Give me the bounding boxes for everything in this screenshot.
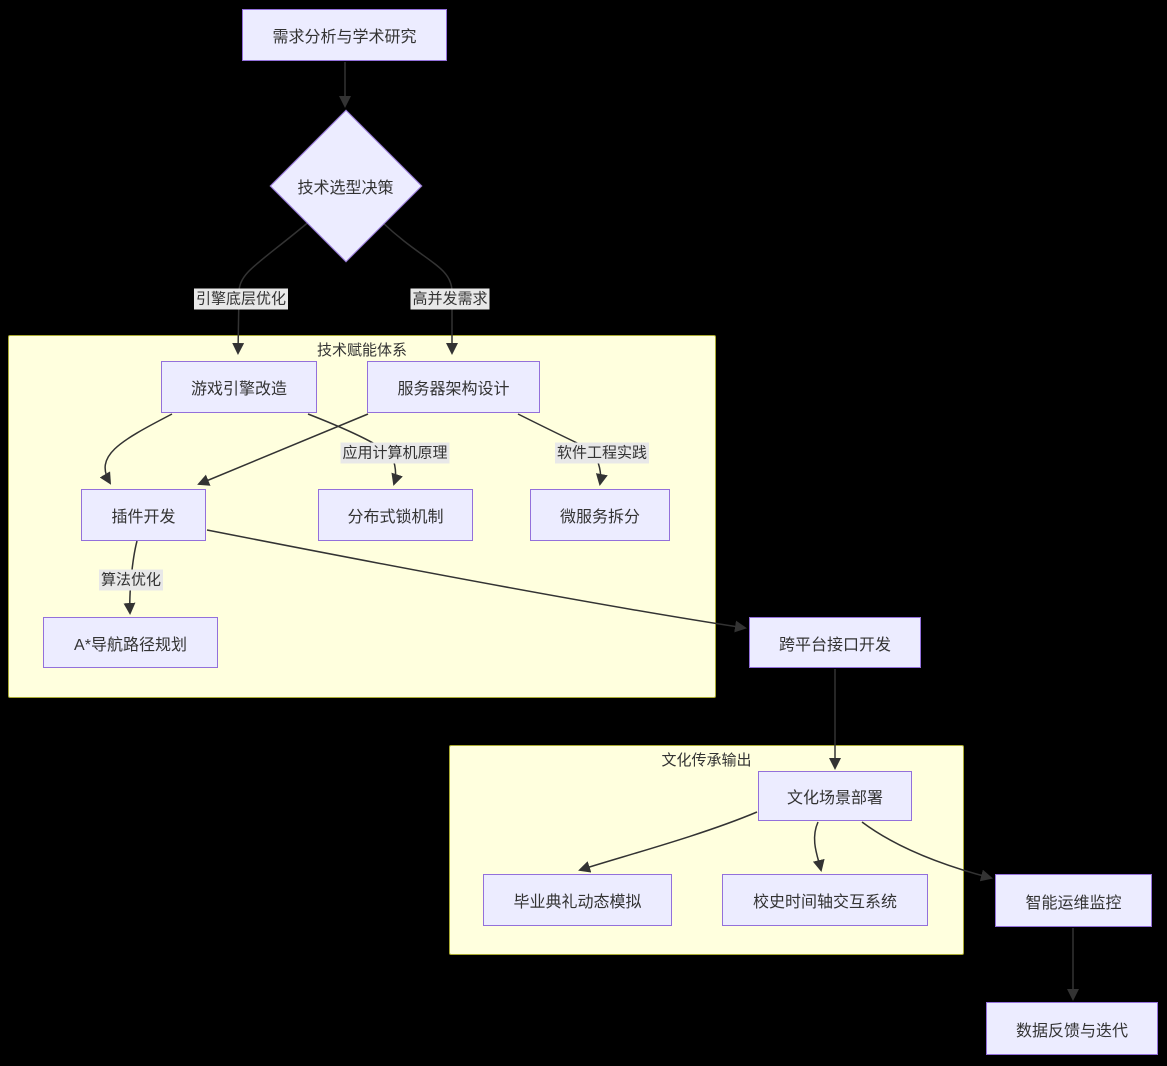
cluster-title: 文化传承输出 bbox=[661, 752, 752, 769]
node-game-engine: 游戏引擎改造 bbox=[161, 361, 317, 413]
node-label: 毕业典礼动态模拟 bbox=[513, 894, 642, 911]
edge-label-software-engineering: 软件工程实践 bbox=[554, 442, 650, 464]
node-plugin-dev: 插件开发 bbox=[81, 489, 206, 541]
node-label: A*导航路径规划 bbox=[74, 636, 187, 654]
node-history-timeline: 校史时间轴交互系统 bbox=[722, 874, 928, 926]
node-requirements-analysis: 需求分析与学术研究 bbox=[242, 9, 447, 61]
node-microservice-split: 微服务拆分 bbox=[530, 489, 670, 541]
node-astar-navigation: A*导航路径规划 bbox=[43, 617, 218, 668]
node-ops-monitor: 智能运维监控 bbox=[995, 874, 1152, 927]
node-label: 技术选型决策 bbox=[297, 180, 394, 197]
node-label: 服务器架构设计 bbox=[397, 381, 510, 398]
node-label: 游戏引擎改造 bbox=[190, 381, 287, 398]
node-label: 校史时间轴交互系统 bbox=[752, 894, 897, 911]
edge-label-algorithm-optimization: 算法优化 bbox=[98, 569, 164, 591]
node-crossplatform-api: 跨平台接口开发 bbox=[749, 617, 921, 668]
node-tech-decision: 技术选型决策 bbox=[269, 109, 422, 263]
node-server-architecture: 服务器架构设计 bbox=[367, 361, 540, 413]
node-data-feedback: 数据反馈与迭代 bbox=[986, 1002, 1158, 1055]
node-label: 数据反馈与迭代 bbox=[1015, 1022, 1128, 1040]
cluster-title: 技术赋能体系 bbox=[316, 342, 407, 359]
node-label: 跨平台接口开发 bbox=[778, 636, 891, 654]
node-label: 智能运维监控 bbox=[1025, 894, 1122, 912]
node-label: 文化场景部署 bbox=[786, 790, 883, 807]
node-culture-scene-deploy: 文化场景部署 bbox=[758, 771, 912, 821]
node-label: 分布式锁机制 bbox=[347, 509, 444, 526]
node-label: 需求分析与学术研究 bbox=[272, 29, 417, 46]
node-graduation-simulation: 毕业典礼动态模拟 bbox=[483, 874, 672, 926]
edge-label-computer-principles: 应用计算机原理 bbox=[340, 442, 450, 464]
node-distributed-lock: 分布式锁机制 bbox=[318, 489, 473, 541]
node-label: 微服务拆分 bbox=[559, 509, 640, 526]
edge-label-high-concurrency: 高并发需求 bbox=[410, 288, 490, 310]
edge-label-engine-optimization: 引擎底层优化 bbox=[193, 288, 289, 310]
node-label: 插件开发 bbox=[111, 509, 176, 526]
